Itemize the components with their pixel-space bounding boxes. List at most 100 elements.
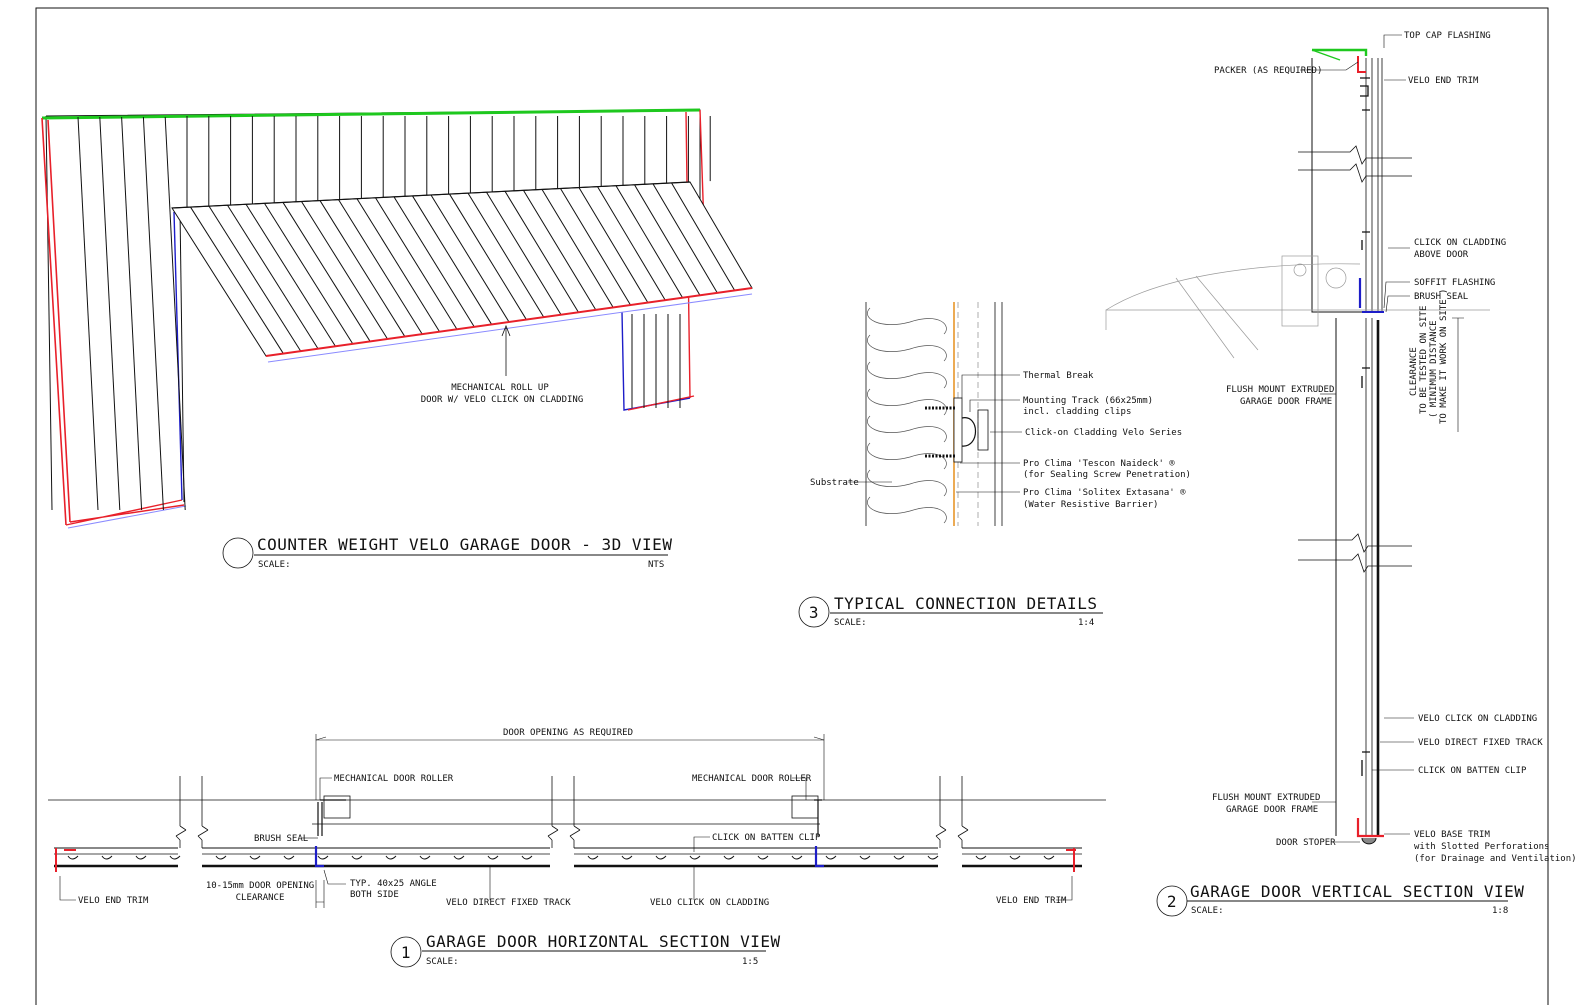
v2-velotrack: VELO DIRECT FIXED TRACK [1418, 738, 1543, 748]
hatch-line [573, 825, 581, 831]
v2-title: GARAGE DOOR VERTICAL SECTION VIEW [1190, 882, 1524, 901]
v1-clear1: 10-15mm DOOR OPENING [206, 881, 314, 891]
hatch-line [569, 835, 575, 841]
v2-frame1-b: GARAGE DOOR FRAME [1240, 397, 1332, 407]
hatch-line [412, 195, 493, 325]
hatch-line [393, 196, 475, 328]
hatch-line [430, 194, 510, 323]
v2-clickabove2: ABOVE DOOR [1414, 250, 1469, 260]
view-3-connection: Thermal Break Mounting Track (66x25mm) i… [798, 302, 1191, 628]
clip-mark [521, 855, 533, 860]
hatch-line [961, 825, 969, 831]
v1-fixed: VELO DIRECT FIXED TRACK [446, 898, 571, 908]
hatch-line [551, 825, 559, 831]
hatch-line [486, 191, 562, 315]
clip-mark [791, 855, 803, 860]
hatch-line [449, 193, 527, 320]
hatch-line [935, 829, 947, 837]
v1-cladding: VELO CLICK ON CLADDING [650, 898, 769, 908]
v1-endtrim-l: VELO END TRIM [78, 896, 149, 906]
clip-mark [135, 855, 147, 860]
clip-mark [215, 855, 227, 860]
clip-mark [249, 855, 261, 860]
3d-note-line1: MECHANICAL ROLL UP [451, 383, 549, 393]
clip-mark [351, 855, 363, 860]
top-cap-green [41, 108, 701, 120]
clip-mark [757, 855, 769, 860]
v3-thermal: Thermal Break [1023, 371, 1094, 381]
v3-tescon1: Pro Clima 'Tescon Naideck' ® [1023, 459, 1175, 469]
v2-frame2-a: FLUSH MOUNT EXTRUDED [1212, 793, 1320, 803]
v3-track1: Mounting Track (66x25mm) [1023, 396, 1153, 406]
hatch-line [338, 199, 423, 335]
view-1-horizontal: DOOR OPENING AS REQUIRED MECHANICAL DOOR… [48, 728, 1106, 968]
v3-track2: incl. cladding clips [1023, 407, 1131, 417]
v2-clear4: TO MAKE IT WORK ON SITE ) [1439, 289, 1449, 424]
v1-scale-label: SCALE: [426, 957, 459, 967]
v1-clear2: CLEARANCE [236, 893, 285, 903]
clip-mark [825, 855, 837, 860]
clip-mark [893, 855, 905, 860]
clip-mark [859, 855, 871, 860]
hatch-line [356, 198, 440, 332]
hatch-line [77, 116, 99, 511]
hatch-line [939, 825, 947, 831]
clip-mark [1043, 855, 1055, 860]
v2-number: 2 [1167, 892, 1177, 911]
v2-clear3: ( MINIMUM DISTANCE [1429, 320, 1439, 418]
clip-mark [927, 855, 939, 860]
hatch-line [957, 835, 963, 841]
v1-endtrim-r: VELO END TRIM [996, 896, 1067, 906]
v3-substrate: Substrate [810, 478, 859, 488]
3d-scale-label: SCALE: [258, 560, 291, 570]
3d-note-line2: DOOR W/ VELO CLICK ON CLADDING [421, 395, 584, 405]
v1-batten: CLICK ON BATTEN CLIP [712, 833, 821, 843]
left-jamb-red [41, 117, 71, 526]
hatch-line [615, 185, 684, 298]
v1-scale-value: 1:5 [742, 957, 758, 967]
hatch-line [375, 197, 458, 330]
v1-bubble [390, 936, 422, 968]
clip-mark [419, 855, 431, 860]
hatch-line [208, 205, 302, 352]
hatch-line [282, 202, 371, 342]
view-3d: MECHANICAL ROLL UP DOOR W/ VELO CLICK ON… [41, 108, 753, 570]
clip-mark [621, 855, 633, 860]
hatch-line [597, 186, 666, 301]
v1-roller-r: MECHANICAL DOOR ROLLER [692, 774, 812, 784]
clip-mark [655, 855, 667, 860]
v1-title: GARAGE DOOR HORIZONTAL SECTION VIEW [426, 932, 781, 951]
hatch-line [142, 116, 164, 511]
hatch-line [121, 116, 143, 511]
v2-clear1: CLEARANCE [1409, 347, 1419, 396]
insulation-loop [867, 496, 947, 524]
hatch-line [175, 835, 181, 841]
v1-opening: DOOR OPENING AS REQUIRED [503, 728, 633, 738]
hatch-line [175, 829, 187, 837]
hatch-line [560, 188, 631, 306]
hatch-line [935, 835, 941, 841]
clip-mark [1009, 855, 1021, 860]
hatch-line [541, 189, 614, 308]
v3-number: 3 [809, 603, 819, 622]
clip-mark [453, 855, 465, 860]
v2-base1: VELO BASE TRIM [1414, 830, 1490, 840]
insulation-loop [867, 388, 947, 416]
hatch-line [179, 825, 187, 831]
v2-topcap: TOP CAP FLASHING [1404, 31, 1491, 41]
clip-mark [385, 855, 397, 860]
hatch-line [164, 116, 186, 511]
v3-solitex2: (Water Resistive Barrier) [1023, 500, 1158, 510]
hatch-line [197, 835, 203, 841]
v2-clickabove1: CLICK ON CLADDING [1414, 238, 1506, 248]
hatch-line [652, 183, 718, 294]
hatch-line [578, 187, 649, 303]
3d-view-title: COUNTER WEIGHT VELO GARAGE DOOR - 3D VIE… [257, 535, 672, 554]
clip-mark [67, 855, 79, 860]
clip-mark [101, 855, 113, 860]
v2-scale-label: SCALE: [1191, 906, 1224, 916]
view-2-vertical: TOP CAP FLASHING PACKER (AS REQUIRED) VE… [1105, 31, 1577, 917]
hatch-line [547, 829, 559, 837]
v2-battenclip: CLICK ON BATTEN CLIP [1418, 766, 1527, 776]
